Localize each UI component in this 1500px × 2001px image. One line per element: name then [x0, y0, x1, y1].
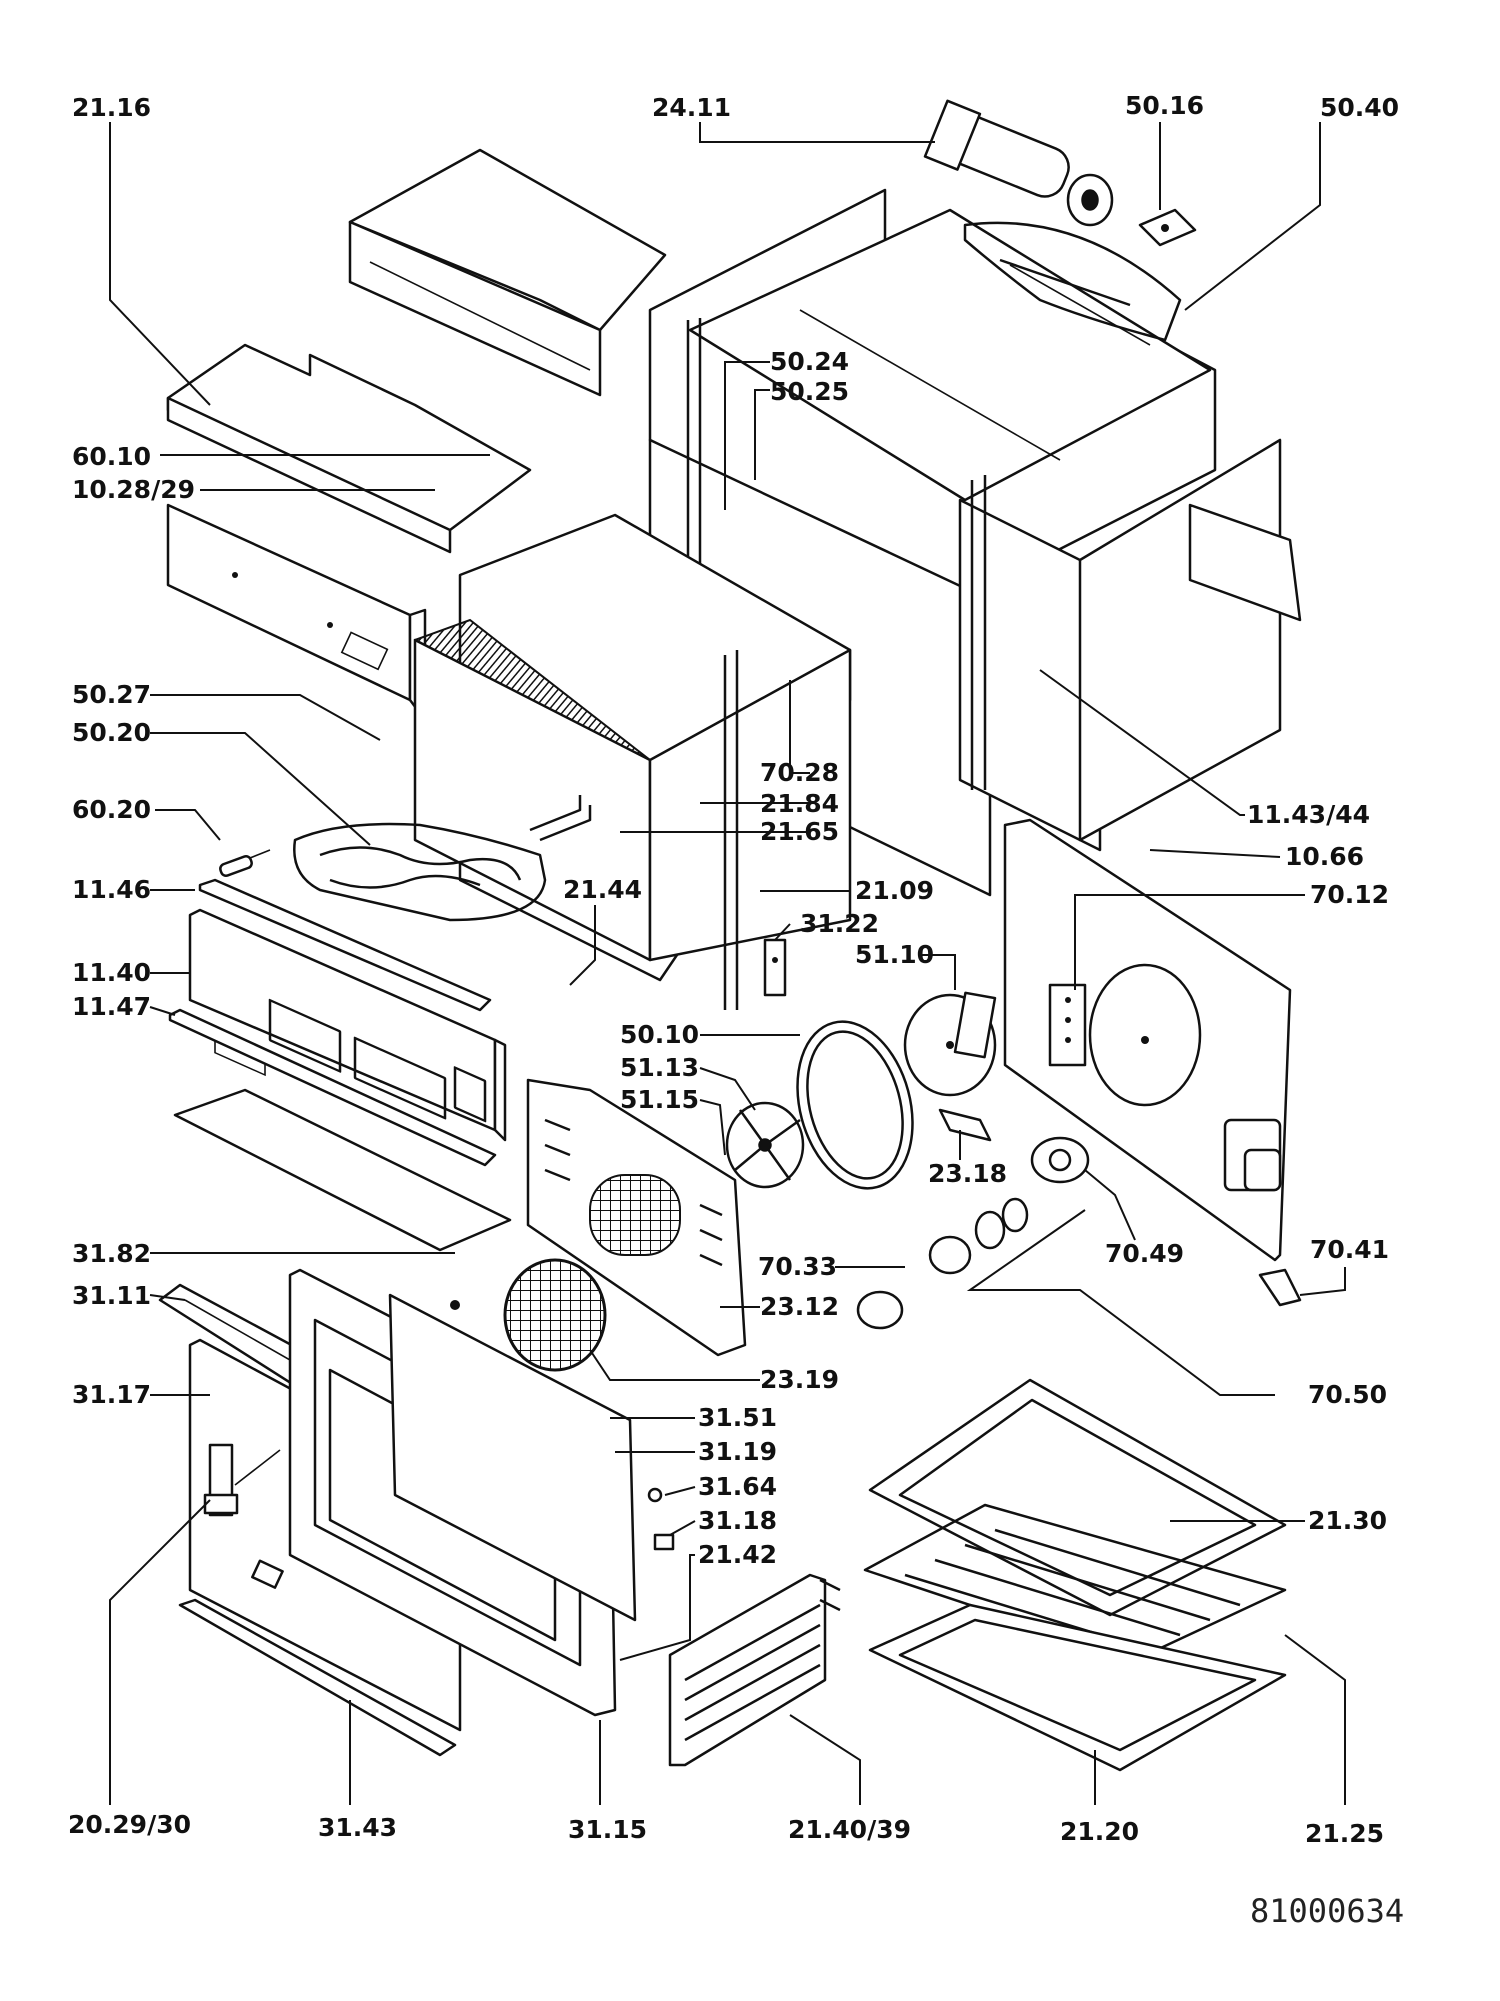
label-50-27: 50.27	[72, 680, 151, 709]
grill-heating-element	[293, 795, 592, 922]
label-11-46: 11.46	[72, 875, 151, 904]
label-31-19: 31.19	[698, 1437, 777, 1466]
label-21-25: 21.25	[1305, 1819, 1384, 1848]
grill-pan-21-20	[868, 1603, 1287, 1772]
label-21-30: 21.30	[1308, 1506, 1387, 1535]
label-21-20: 21.20	[1060, 1817, 1139, 1846]
control-panel-bottom-strip	[168, 1008, 497, 1167]
lamp-assembly-70-33	[856, 1197, 1029, 1330]
door-inner-panel-31-19	[388, 1293, 637, 1622]
label-50-16: 50.16	[1125, 91, 1204, 120]
door-hinge-catch	[251, 1559, 284, 1589]
label-51-10: 51.10	[855, 940, 934, 969]
cavity-back-panel	[1078, 438, 1302, 842]
label-60-20: 60.20	[72, 795, 151, 824]
rear-side-panel-70-12	[1003, 818, 1292, 1262]
label-70-28: 70.28	[760, 758, 839, 787]
document-number: 81000634	[1250, 1892, 1404, 1930]
control-panel-trim	[198, 878, 492, 1012]
part-labels: 21.16 24.11 50.16 50.40 50.24 50.25 60.1…	[68, 91, 1399, 1848]
label-60-10: 60.10	[72, 442, 151, 471]
label-21-16: 21.16	[72, 93, 151, 122]
heating-element-top	[963, 221, 1182, 342]
door-bottom-trim-31-43	[178, 1598, 457, 1757]
oven-outer-casing	[648, 188, 1217, 897]
label-70-12: 70.12	[1310, 880, 1389, 909]
fan-ring-50-10	[796, 1020, 914, 1190]
glass-panel-31-82	[173, 1088, 512, 1252]
bracket-50-16	[1138, 208, 1197, 247]
label-31-18: 31.18	[698, 1506, 777, 1535]
label-70-50: 70.50	[1308, 1380, 1387, 1409]
top-cover-panel	[348, 148, 667, 397]
fan-cover-23-12	[526, 1078, 747, 1357]
label-31-43: 31.43	[318, 1813, 397, 1842]
label-50-40: 50.40	[1320, 93, 1399, 122]
door-hinge-20-29-30	[203, 1443, 281, 1517]
label-21-09: 21.09	[855, 876, 934, 905]
label-10-28-29: 10.28/29	[72, 475, 195, 504]
label-50-20: 50.20	[72, 718, 151, 747]
inner-oven-cavity	[413, 513, 852, 1010]
label-11-43-44: 11.43/44	[1247, 800, 1370, 829]
connector-60-20	[219, 849, 271, 877]
label-50-24: 50.24	[770, 347, 849, 376]
label-31-82: 31.82	[72, 1239, 151, 1268]
control-housing-plate	[166, 343, 532, 554]
leader-lines	[109, 122, 1346, 1805]
baking-tray-21-30	[868, 1378, 1287, 1617]
control-keypad	[268, 998, 487, 1123]
label-21-44: 21.44	[563, 875, 642, 904]
clip-70-41	[1258, 1268, 1302, 1307]
label-21-40-39: 21.40/39	[788, 1815, 911, 1844]
label-31-51: 31.51	[698, 1403, 777, 1432]
fan-motor-51-10	[903, 991, 997, 1097]
label-70-41: 70.41	[1310, 1235, 1389, 1264]
circular-grille-23-19	[503, 1258, 607, 1372]
label-31-22: 31.22	[800, 909, 879, 938]
label-10-66: 10.66	[1285, 842, 1364, 871]
label-11-47: 11.47	[72, 992, 151, 1021]
bracket-23-18	[938, 1108, 992, 1142]
fasteners-31-64-31-18	[647, 1487, 675, 1551]
label-50-25: 50.25	[770, 377, 849, 406]
label-11-40: 11.40	[72, 958, 151, 987]
bracket-31-22	[763, 938, 787, 997]
label-50-10: 50.10	[620, 1020, 699, 1049]
label-23-12: 23.12	[760, 1292, 839, 1321]
label-21-84: 21.84	[760, 789, 839, 818]
label-51-15: 51.15	[620, 1085, 699, 1114]
lamp-socket-70-49	[1030, 1136, 1090, 1184]
fan-blade-51-13	[725, 1101, 805, 1189]
label-31-11: 31.11	[72, 1281, 151, 1310]
label-31-64: 31.64	[698, 1472, 777, 1501]
shelf-support-rack	[668, 1573, 841, 1767]
label-20-29-30: 20.29/30	[68, 1810, 191, 1839]
label-51-13: 51.13	[620, 1053, 699, 1082]
label-24-11: 24.11	[652, 93, 731, 122]
label-23-19: 23.19	[760, 1365, 839, 1394]
terminal-block	[1048, 983, 1087, 1067]
label-23-18: 23.18	[928, 1159, 1007, 1188]
side-frame-left	[166, 503, 427, 722]
control-panel-fascia	[188, 908, 507, 1142]
label-31-15: 31.15	[568, 1815, 647, 1844]
label-21-65: 21.65	[760, 817, 839, 846]
label-70-33: 70.33	[758, 1252, 837, 1281]
tangential-fan-blower	[923, 99, 1114, 227]
fan-cover-grille	[589, 1174, 681, 1256]
label-21-42: 21.42	[698, 1540, 777, 1569]
label-70-49: 70.49	[1105, 1239, 1184, 1268]
label-31-17: 31.17	[72, 1380, 151, 1409]
